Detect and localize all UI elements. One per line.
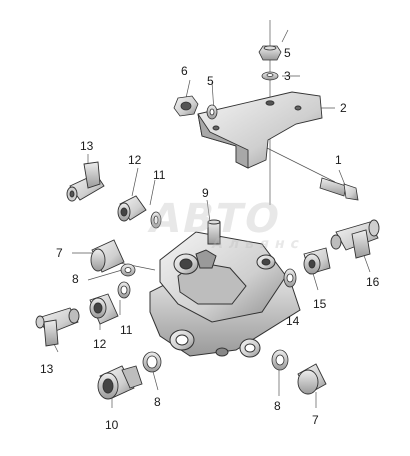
callout-9: 9 — [202, 186, 209, 200]
elbow-fitting-16 — [330, 219, 380, 259]
callout-12-bottom: 12 — [93, 337, 107, 351]
callout-1: 1 — [335, 153, 342, 167]
washer-11-top — [150, 211, 162, 229]
plug-7-right — [297, 363, 327, 395]
callout-7-left: 7 — [56, 246, 63, 260]
callout-11-top: 11 — [153, 168, 166, 182]
callout-16: 16 — [366, 275, 380, 289]
callout-14: 14 — [286, 314, 300, 328]
washer-8-bottom-right — [271, 349, 289, 371]
callout-8-bottom-right: 8 — [274, 399, 281, 413]
callout-8-left: 8 — [72, 272, 79, 286]
callout-8-bottom-left: 8 — [154, 395, 161, 409]
washer-8-bottom-left — [142, 351, 162, 373]
valve-body — [149, 219, 301, 358]
callout-13-top: 13 — [80, 139, 94, 153]
fitting-12-top — [117, 195, 147, 222]
callout-2: 2 — [340, 101, 347, 115]
elbow-fitting-13-top — [66, 161, 105, 202]
washer-11-bottom — [117, 281, 131, 299]
bolt-1 — [319, 177, 359, 201]
callout-13-bottom: 13 — [40, 362, 54, 376]
washer-8-left — [120, 263, 136, 277]
callout-3: 3 — [284, 69, 291, 83]
washer-14 — [283, 268, 297, 288]
callout-4: 5 — [284, 46, 291, 60]
fitting-15 — [303, 247, 331, 275]
callout-5: 5 — [207, 74, 214, 88]
elbow-fitting-13-bottom — [35, 307, 80, 347]
washer-3 — [261, 71, 279, 81]
fitting-10 — [97, 365, 143, 400]
callout-15: 15 — [313, 297, 327, 311]
mounting-bracket — [197, 91, 323, 169]
washer-5 — [206, 104, 218, 120]
watermark-subtitle: Альянс — [210, 236, 307, 252]
callout-7-right: 7 — [312, 413, 319, 427]
callout-11-bottom: 11 — [120, 323, 133, 337]
callout-12-top: 12 — [128, 153, 142, 167]
fitting-12-bottom — [89, 293, 119, 325]
callout-10: 10 — [105, 418, 119, 432]
nut-4 — [258, 45, 282, 61]
plug-7-left — [90, 239, 125, 273]
callout-6: 6 — [181, 64, 188, 78]
nut-6 — [173, 95, 199, 117]
